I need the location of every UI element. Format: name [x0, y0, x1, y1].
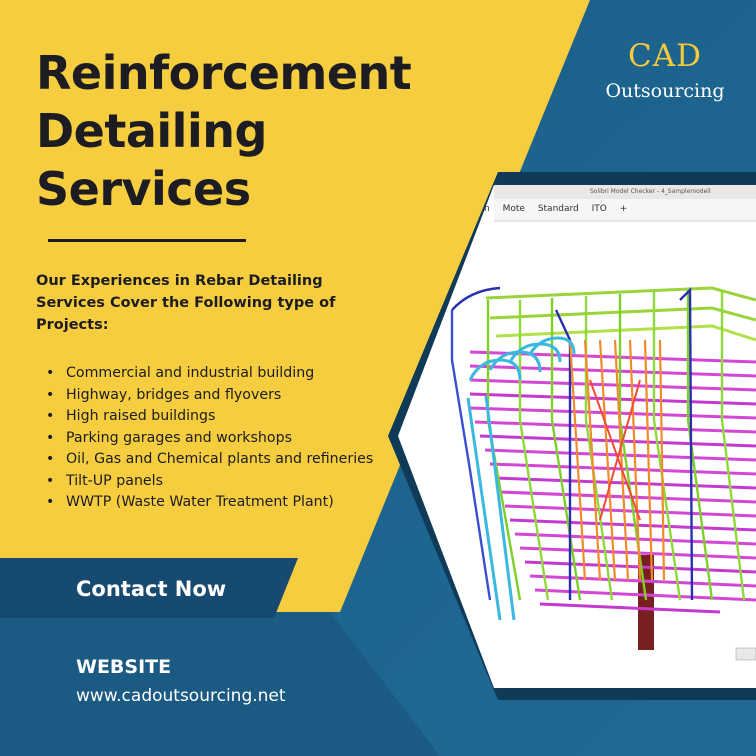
list-item: Commercial and industrial building — [44, 363, 374, 385]
logo-line-outsourcing: Outsourcing — [605, 80, 725, 102]
window-title: Solibri Model Checker - 4_Samplemodell — [590, 188, 711, 195]
website-url-link[interactable]: www.cadoutsourcing.net — [76, 686, 286, 706]
list-item: High raised buildings — [44, 406, 374, 428]
list-item: Oil, Gas and Chemical plants and refiner… — [44, 449, 374, 471]
menu-item[interactable]: ITO — [591, 204, 607, 214]
menu-item[interactable]: Mote — [502, 204, 525, 214]
title-divider — [48, 239, 246, 242]
title-line: Reinforcement — [36, 46, 412, 100]
intro-text: Our Experiences in Rebar Detailing Servi… — [36, 273, 336, 333]
menu-item[interactable]: n — [484, 204, 490, 214]
brand-logo: CAD Outsourcing — [585, 36, 745, 104]
contact-now-label[interactable]: Contact Now — [76, 577, 227, 601]
menu-item[interactable]: + — [619, 204, 628, 214]
contact-now-button[interactable] — [0, 558, 298, 618]
list-item: Parking garages and workshops — [44, 428, 374, 450]
list-item: Highway, bridges and flyovers — [44, 385, 374, 407]
title-line: Services — [36, 162, 251, 216]
logo-line-cad: CAD — [628, 38, 702, 74]
menu-item[interactable]: Standard — [537, 204, 579, 214]
list-item: Tilt-UP panels — [44, 471, 374, 493]
title-line: Detailing — [36, 104, 267, 158]
page-title: Reinforcement Detailing Services — [36, 44, 506, 218]
project-list: Commercial and industrial building Highw… — [44, 363, 374, 514]
dark-band-bottom — [0, 612, 440, 756]
website-label: WEBSITE — [76, 656, 172, 678]
screenshot-menu: n Mote Standard ITO + — [484, 204, 637, 214]
list-item: WWTP (Waste Water Treatment Plant) — [44, 492, 374, 514]
